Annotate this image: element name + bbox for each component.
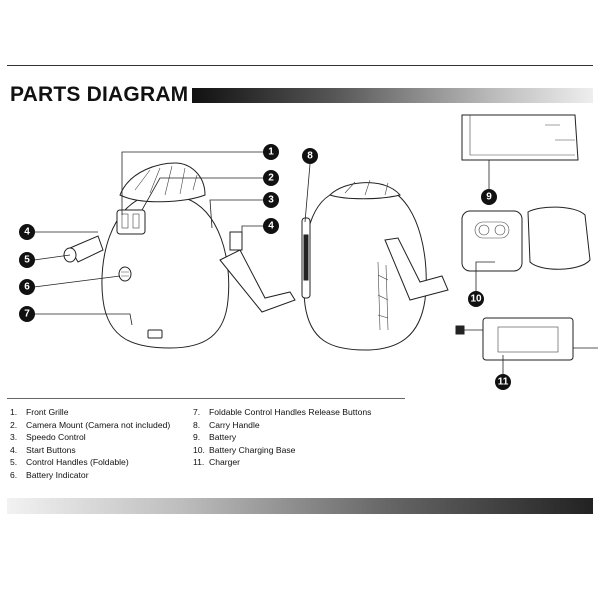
top-rule xyxy=(7,65,593,66)
battery xyxy=(461,114,579,161)
callout-2: 2 xyxy=(263,170,279,186)
callout-4-right: 4 xyxy=(263,218,279,234)
callout-11: 11 xyxy=(495,374,511,390)
svg-text:8: 8 xyxy=(307,151,313,162)
legend-item: 4.Start Buttons xyxy=(10,444,76,455)
svg-text:2: 2 xyxy=(268,173,274,184)
svg-text:7: 7 xyxy=(24,309,30,320)
callout-10: 10 xyxy=(468,291,484,307)
svg-text:4: 4 xyxy=(268,221,274,232)
legend-item: 8.Carry Handle xyxy=(193,419,260,430)
callout-4-left: 4 xyxy=(19,224,35,240)
svg-text:3: 3 xyxy=(268,195,274,206)
battery-charging-base xyxy=(461,206,591,272)
front-view-unit xyxy=(63,162,296,349)
callout-3: 3 xyxy=(263,192,279,208)
legend-item: 3.Speedo Control xyxy=(10,432,86,443)
legend-right-column: 7.Foldable Control Handles Release Butto… xyxy=(193,406,371,469)
callout-9: 9 xyxy=(481,189,497,205)
legend-left-column: 1.Front Grille 2.Camera Mount (Camera no… xyxy=(10,406,170,482)
legend-item: 10.Battery Charging Base xyxy=(193,444,296,455)
legend-item: 7.Foldable Control Handles Release Butto… xyxy=(193,407,372,417)
title-gradient-bar xyxy=(192,88,593,103)
svg-text:5: 5 xyxy=(24,255,30,266)
callout-7: 7 xyxy=(19,306,35,322)
legend-item: 1.Front Grille xyxy=(10,407,69,417)
legend-item: 5.Control Handles (Foldable) xyxy=(10,457,129,468)
legend-item: 2.Camera Mount (Camera not included) xyxy=(10,419,171,430)
callout-5: 5 xyxy=(19,252,35,268)
page-title: PARTS DIAGRAM xyxy=(10,83,189,106)
charger xyxy=(455,317,598,361)
legend-item: 9.Battery xyxy=(193,432,237,443)
callout-6: 6 xyxy=(19,279,35,295)
parts-diagram: 1 2 3 4 4 5 6 7 8 9 10 11 xyxy=(19,114,598,390)
legend-item: 6.Battery Indicator xyxy=(10,469,89,480)
legend-separator xyxy=(7,398,405,399)
callout-1: 1 xyxy=(263,144,279,160)
bottom-gradient-bar xyxy=(7,498,593,514)
side-view-unit xyxy=(301,179,449,351)
svg-text:1: 1 xyxy=(268,147,274,158)
svg-text:11: 11 xyxy=(498,377,509,388)
callout-8: 8 xyxy=(302,148,318,164)
leader-lines xyxy=(33,151,504,374)
svg-text:4: 4 xyxy=(24,227,30,238)
legend-item: 11.Charger xyxy=(193,457,241,468)
svg-text:9: 9 xyxy=(486,192,492,203)
svg-text:10: 10 xyxy=(470,294,482,305)
svg-text:6: 6 xyxy=(24,282,30,293)
